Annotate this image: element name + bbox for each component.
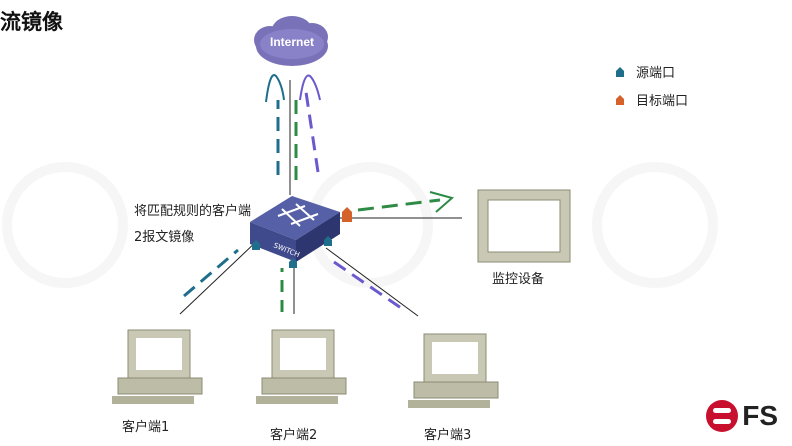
uplink-purple-squiggle — [299, 74, 321, 101]
fs-logo-text: FS — [742, 400, 778, 431]
destination-port-icon — [342, 207, 352, 222]
client2-pc-icon — [256, 329, 347, 404]
mirror-purple-arrow-up — [304, 91, 320, 173]
source-port-legend-icon — [616, 66, 624, 77]
client3-label: 客户端3 — [424, 428, 472, 443]
watermark — [2, 162, 718, 288]
client3-purple-arrow — [333, 260, 405, 312]
internet-cloud-icon — [254, 16, 328, 66]
legend-label-source: 源端口 — [636, 66, 676, 81]
fs-logo: FS — [706, 400, 778, 432]
client3-link-line — [325, 247, 419, 317]
client1-teal-arrow — [183, 248, 239, 298]
annotation-line2: 2报文镜像 — [134, 230, 195, 245]
mirror-green-arrowhead — [429, 191, 455, 213]
source-port-3-icon — [324, 236, 332, 246]
monitor-device-icon — [477, 189, 571, 263]
client1-pc-icon — [112, 329, 203, 404]
switch-icon — [250, 196, 340, 262]
legend-destination-port: 目标端口 — [614, 90, 688, 109]
uplink-teal-squiggle — [265, 74, 285, 103]
fs-logo-icon — [706, 400, 739, 432]
client1-label: 客户端1 — [122, 420, 170, 435]
monitor-label: 监控设备 — [492, 272, 545, 287]
client2-label: 客户端2 — [270, 428, 318, 443]
source-port-1-icon — [252, 240, 260, 250]
annotation-line1: 将匹配规则的客户端 — [134, 204, 252, 219]
page-title: 流镜像 — [0, 10, 63, 34]
destination-port-legend-icon — [616, 94, 624, 105]
legend-label-destination: 目标端口 — [636, 94, 689, 109]
client1-link-line — [179, 239, 259, 315]
mirror-green-arrow-monitor — [357, 198, 441, 212]
legend-source-port: 源端口 — [614, 62, 675, 81]
internet-label: Internet — [270, 35, 314, 49]
source-port-2-icon — [289, 258, 297, 268]
client3-pc-icon — [408, 333, 499, 408]
